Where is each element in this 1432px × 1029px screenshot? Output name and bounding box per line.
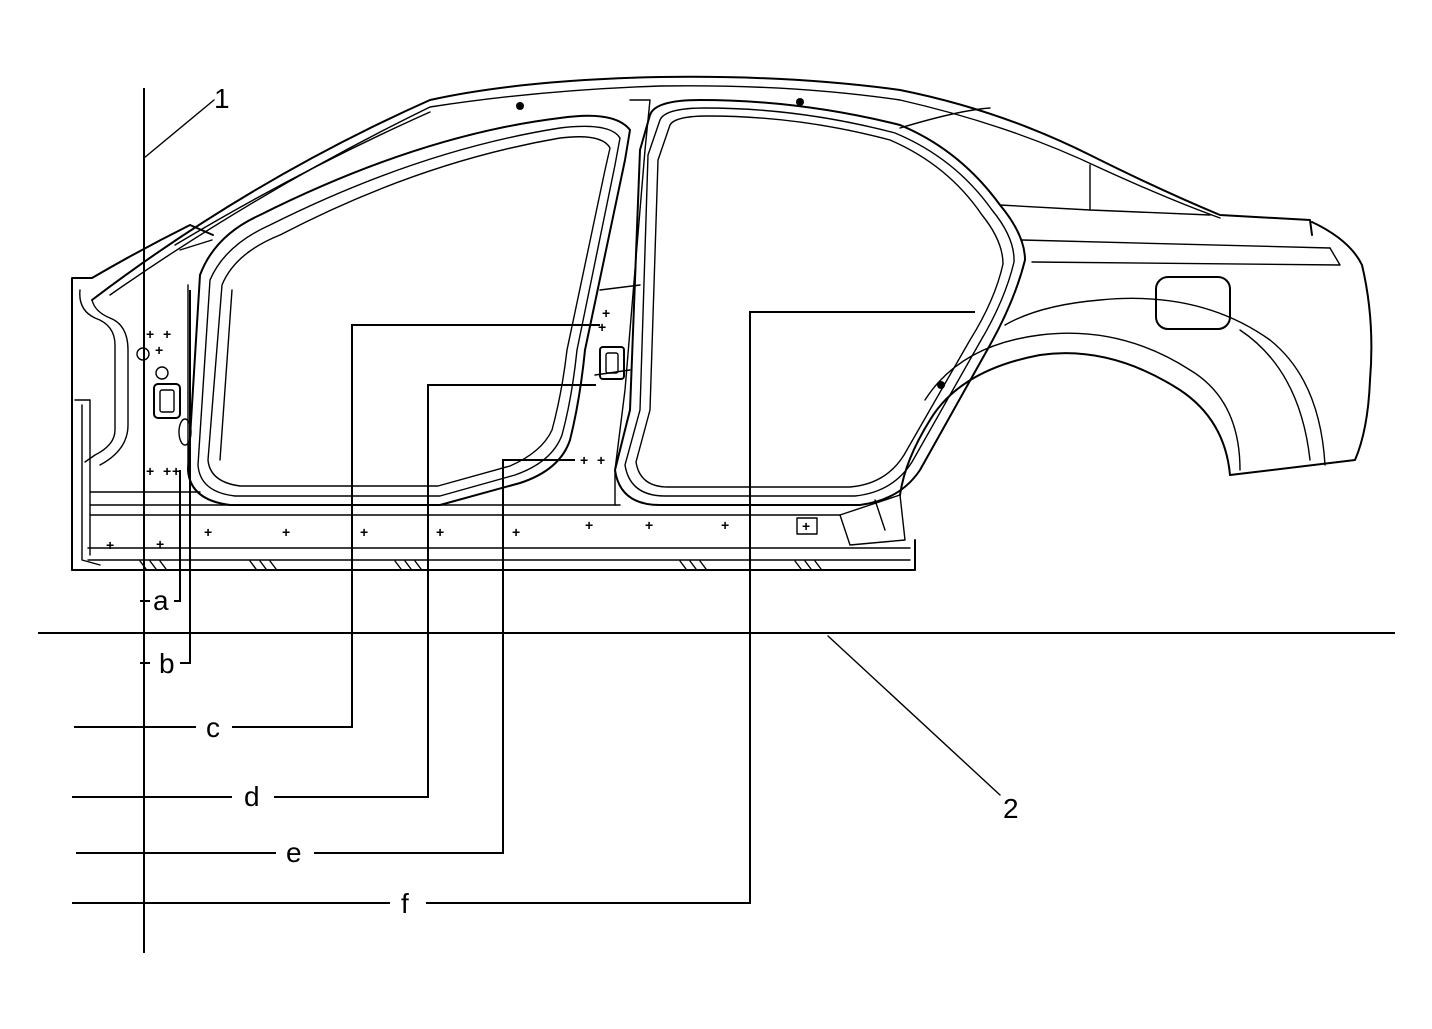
b-pillar xyxy=(594,99,651,506)
weld-mark: + xyxy=(163,463,171,479)
weld-mark: + xyxy=(645,517,653,533)
rocker-hatching xyxy=(139,560,822,570)
weld-mark: + xyxy=(106,537,114,553)
weld-mark: + xyxy=(802,518,810,534)
weld-mark: + xyxy=(580,452,588,468)
weld-mark: + xyxy=(436,524,444,540)
dimension-b-label: b xyxy=(159,648,175,679)
weld-mark: + xyxy=(598,319,606,335)
callout-2-label: 2 xyxy=(1003,793,1019,824)
dimension-e-label: e xyxy=(286,837,302,868)
dimension-d-label: d xyxy=(244,781,260,812)
weld-mark: + xyxy=(360,524,368,540)
dimension-a: a xyxy=(140,470,181,616)
hinge-pillar xyxy=(74,289,192,566)
rear-door-opening xyxy=(614,99,1026,506)
weld-mark: + xyxy=(585,517,593,533)
weld-mark: + xyxy=(146,326,154,342)
weld-mark: + xyxy=(512,524,520,540)
weld-mark: + xyxy=(156,536,164,552)
dimension-d: d xyxy=(72,384,596,812)
dimension-e: e xyxy=(76,459,575,868)
dimension-c: c xyxy=(74,324,600,743)
weld-mark: + xyxy=(155,342,163,358)
callout-1-leader xyxy=(143,99,215,159)
weld-mark: + xyxy=(721,517,729,533)
weld-mark: + xyxy=(602,305,610,321)
fuel-door xyxy=(1155,276,1231,330)
dimension-c-label: c xyxy=(206,712,220,743)
front-door-opening xyxy=(179,114,631,506)
weld-mark: + xyxy=(204,524,212,540)
callout-2-leader xyxy=(827,635,1001,796)
body-side-panel xyxy=(71,75,1373,571)
dimension-a-label: a xyxy=(153,585,169,616)
datum-lines xyxy=(38,88,1395,953)
dimension-f: f xyxy=(72,311,975,919)
dimension-f-label: f xyxy=(401,888,409,919)
reference-holes xyxy=(516,98,945,389)
weld-mark: + xyxy=(597,452,605,468)
dimension-b: b xyxy=(140,290,191,679)
weld-mark: + xyxy=(282,524,290,540)
callout-1-label: 1 xyxy=(214,83,230,114)
weld-mark: + xyxy=(163,326,171,342)
weld-mark: + xyxy=(172,463,180,479)
weld-marks: + + + + + + + + + + + + + + + + + + + + … xyxy=(106,305,818,553)
weld-mark: + xyxy=(146,463,154,479)
